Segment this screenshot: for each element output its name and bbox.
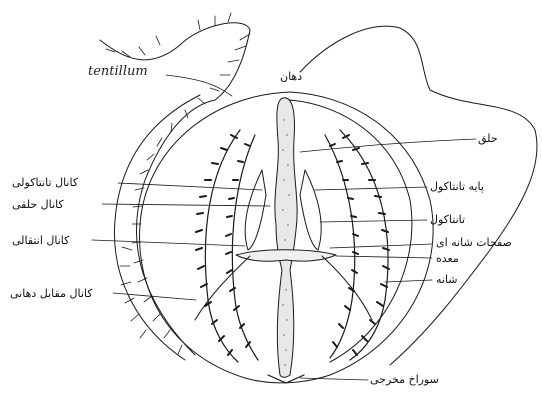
label-pharynx: حلق: [478, 132, 498, 145]
transfer-canal-right: [322, 256, 372, 320]
label-comb: شانه: [436, 273, 458, 286]
comb-rows: [205, 130, 388, 362]
label-stomach: معده: [436, 252, 459, 265]
label-anal-pore: سوراخ مخرجی: [370, 373, 439, 386]
label-pharyngeal-canal: کانال حلقی: [12, 198, 64, 211]
pharynx: [275, 98, 297, 377]
tentacle-base-right: [300, 170, 321, 250]
label-tentacle-base: پایه تانتاکول: [430, 180, 484, 193]
outer-lobe-left: [114, 95, 200, 360]
label-tentillum: tentillum: [88, 64, 148, 79]
tentacle-base-left: [245, 170, 266, 250]
outer-lobe-right: [300, 26, 537, 365]
label-comb-plates: صفحات شانه ای: [436, 236, 512, 249]
inner-outline: [290, 100, 412, 362]
stomach: [236, 250, 336, 261]
label-aboral-canal: کانال مقابل دهانی: [10, 287, 92, 300]
label-transfer-canal: کانال انتقالی: [12, 234, 69, 247]
label-tentacular-canal: کانال تانتاکولی: [12, 176, 78, 189]
label-tentacle: تانتاکول: [430, 213, 465, 226]
label-mouth: دهان: [280, 70, 302, 83]
